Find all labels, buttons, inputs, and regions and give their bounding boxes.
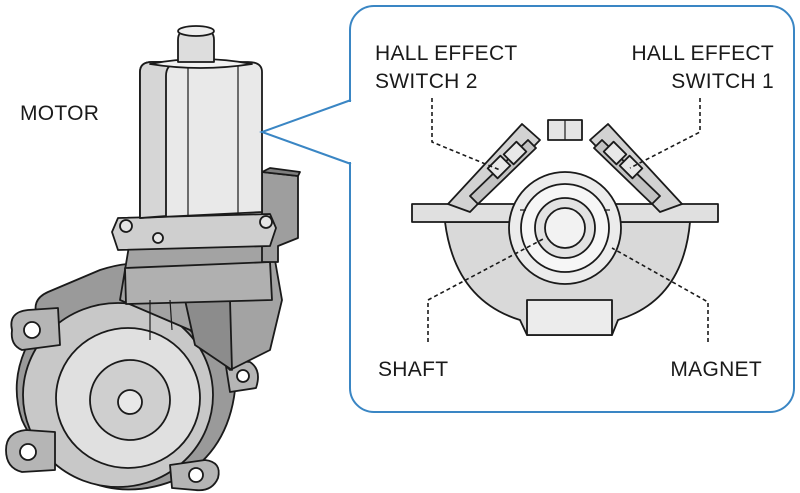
label-shaft: SHAFT bbox=[378, 358, 448, 381]
motor-flange bbox=[111, 213, 277, 251]
leader-hall-switch-2 bbox=[431, 98, 501, 171]
label-hall-switch-1-line2: SWITCH 1 bbox=[671, 70, 774, 93]
sensor-cross-section bbox=[411, 119, 719, 336]
label-hall-switch-2-line2: SWITCH 2 bbox=[375, 70, 478, 93]
callout-pointer bbox=[259, 99, 352, 165]
hall-switch-1-housing bbox=[589, 123, 683, 213]
motor-can bbox=[139, 25, 263, 219]
leader-magnet bbox=[611, 247, 709, 342]
label-magnet: MAGNET bbox=[670, 358, 762, 381]
leader-shaft bbox=[427, 237, 546, 342]
label-hall-switch-1-line1: HALL EFFECT bbox=[631, 42, 774, 65]
label-motor: MOTOR bbox=[20, 102, 99, 125]
label-hall-switch-2-line1: HALL EFFECT bbox=[375, 42, 518, 65]
hall-switch-2-housing bbox=[447, 123, 541, 213]
leader-hall-switch-1 bbox=[629, 98, 701, 169]
motor-assembly bbox=[5, 25, 301, 492]
callout bbox=[259, 5, 795, 413]
